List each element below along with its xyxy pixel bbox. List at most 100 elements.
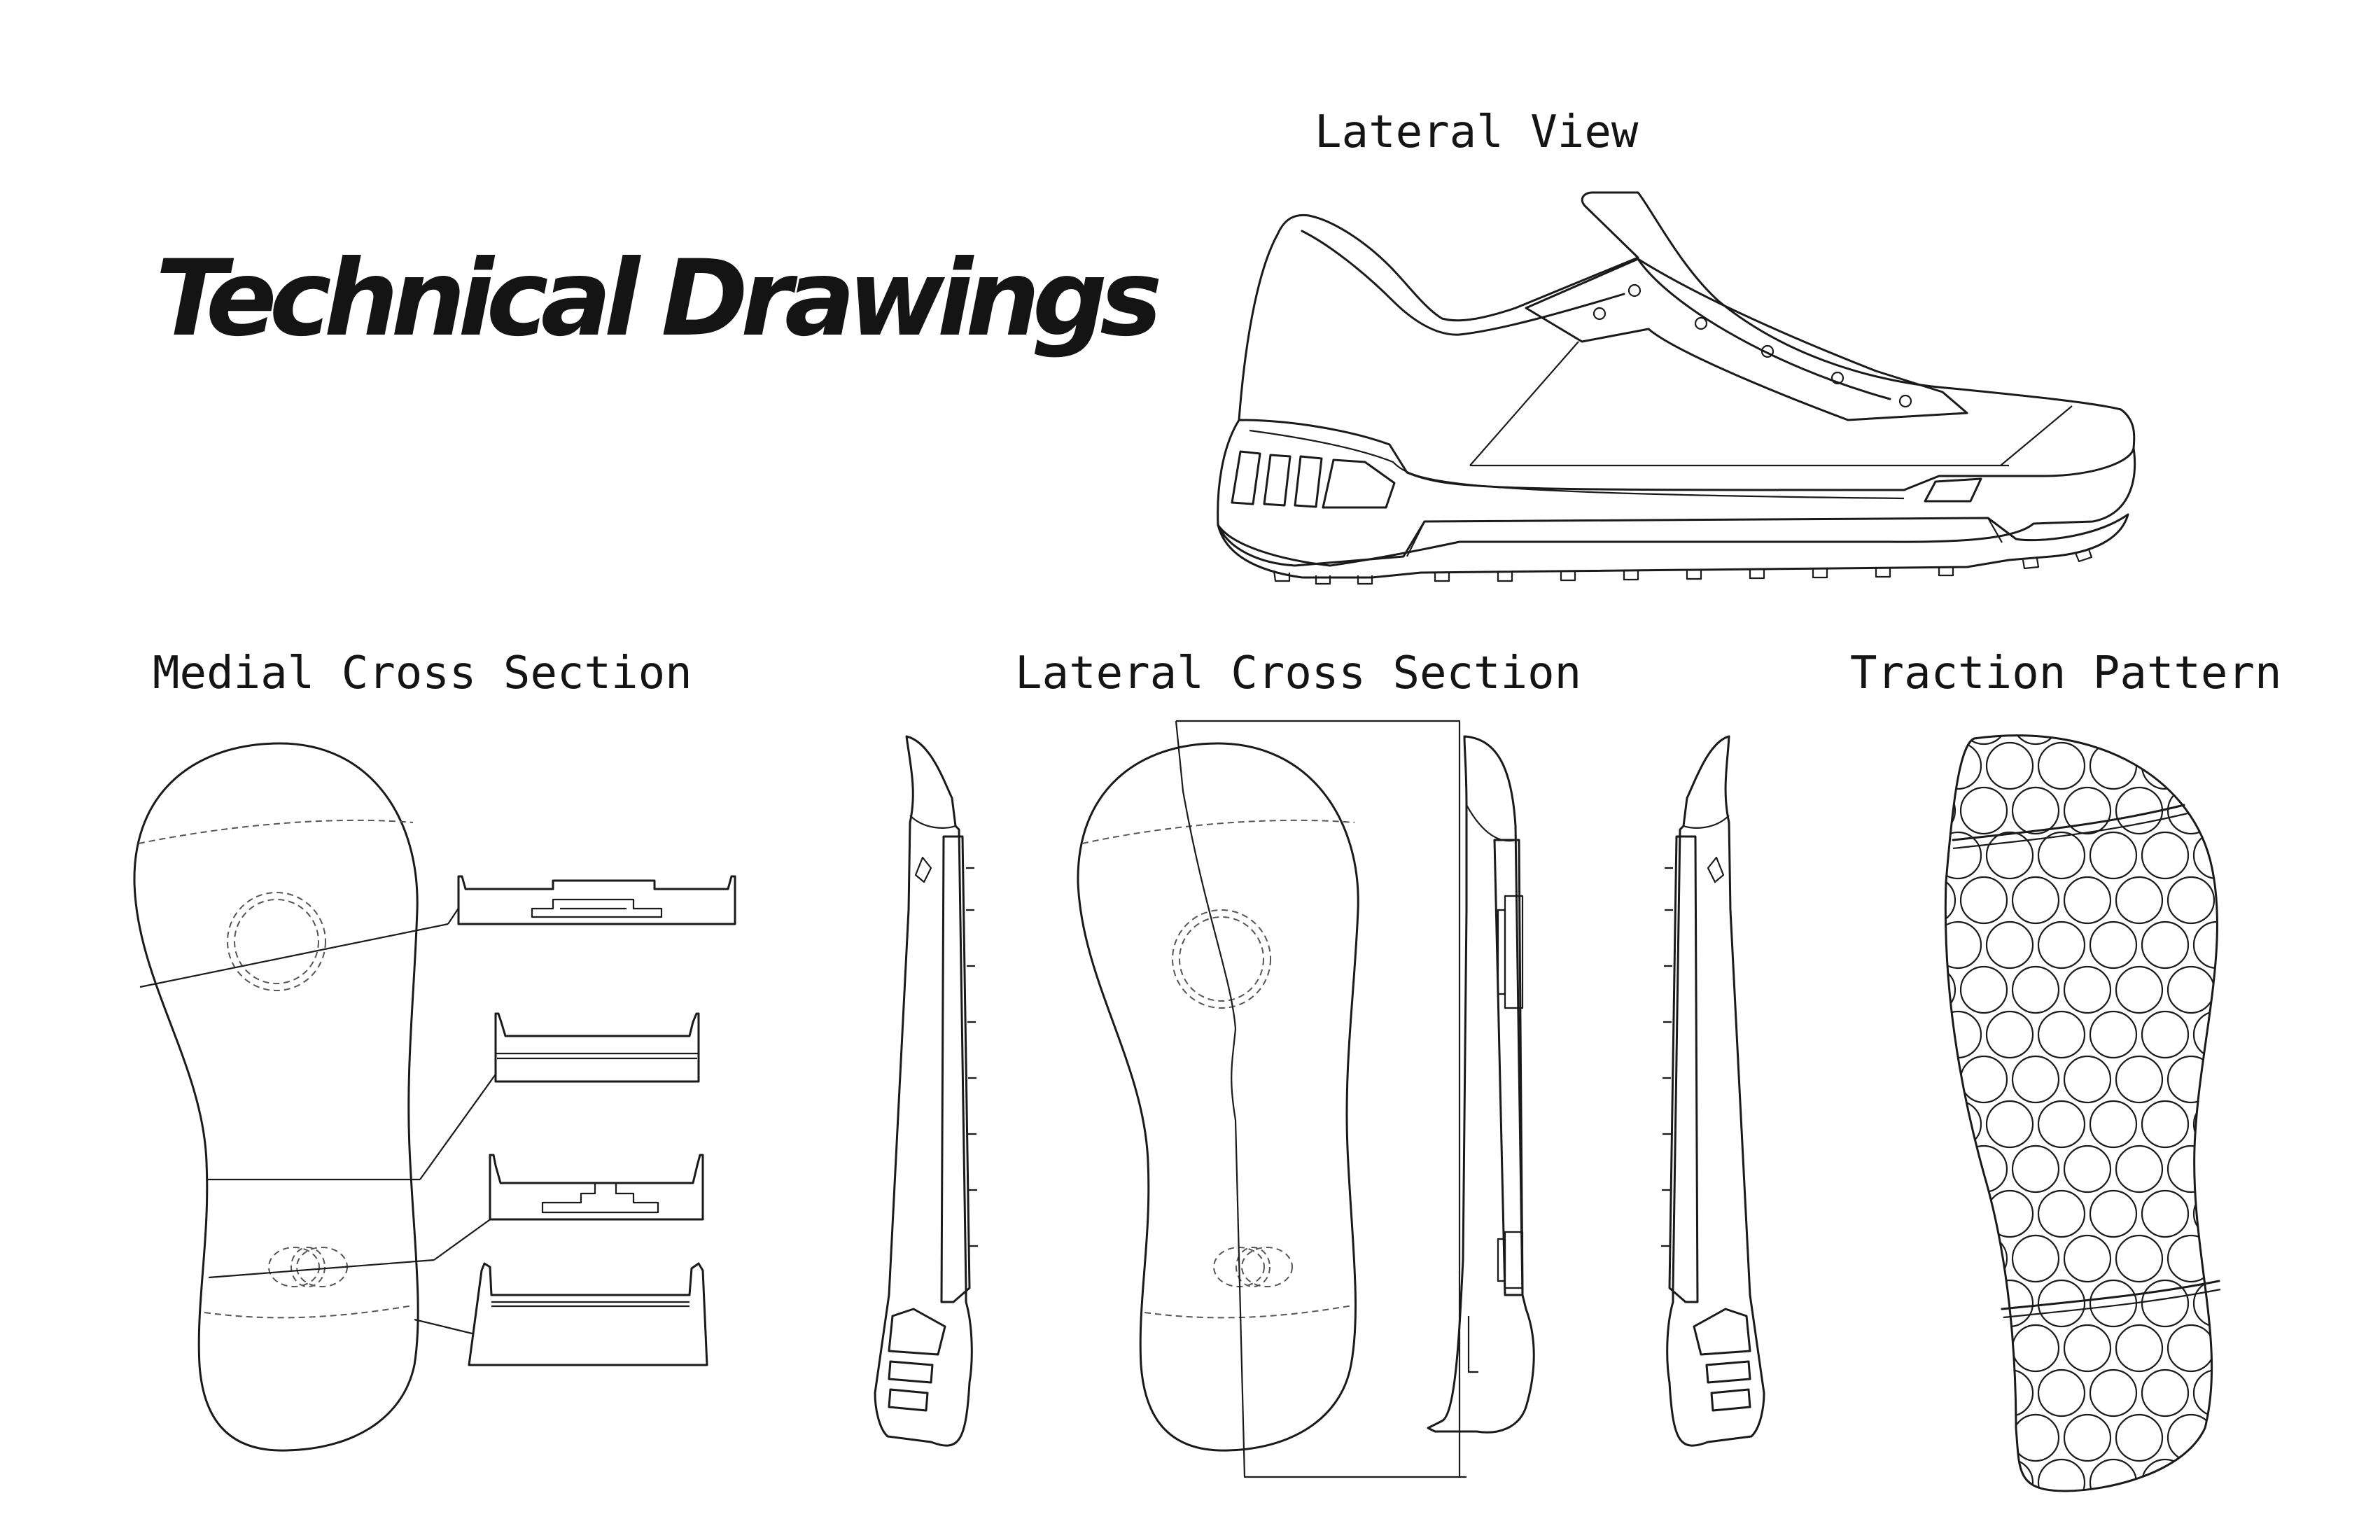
traction-lug bbox=[2168, 877, 2214, 923]
traction-lug bbox=[1987, 922, 2033, 968]
traction-lug bbox=[2246, 743, 2292, 789]
traction-lug bbox=[2064, 877, 2110, 923]
traction-lug bbox=[2194, 832, 2240, 878]
traction-sole-outline bbox=[1945, 736, 2217, 1491]
traction-lug bbox=[2038, 1460, 2085, 1506]
traction-lug bbox=[2272, 1325, 2318, 1371]
page-title: Technical Drawings bbox=[155, 238, 1163, 360]
traction-lug bbox=[2064, 788, 2110, 834]
traction-lug bbox=[2116, 1056, 2162, 1102]
traction-lug bbox=[2220, 788, 2266, 834]
medial-cross-section-drawing bbox=[134, 743, 735, 1450]
traction-lug bbox=[2297, 1101, 2344, 1147]
traction-lug bbox=[2220, 877, 2266, 923]
traction-lug bbox=[1987, 832, 2033, 878]
lateral-cross-section-label: Lateral Cross Section bbox=[1015, 648, 1582, 699]
traction-lug bbox=[1935, 1370, 1981, 1416]
section-slice-3 bbox=[490, 1155, 703, 1219]
traction-lug bbox=[1909, 1056, 1955, 1102]
traction-lug bbox=[2297, 1280, 2344, 1326]
traction-lug bbox=[2038, 1101, 2085, 1147]
traction-lug bbox=[2297, 743, 2344, 789]
traction-lug bbox=[2168, 967, 2214, 1013]
traction-lug bbox=[2012, 1325, 2059, 1371]
traction-lug bbox=[2142, 1011, 2188, 1058]
traction-lug bbox=[1961, 788, 2007, 834]
traction-lug bbox=[2116, 1415, 2162, 1461]
traction-lug bbox=[2168, 1146, 2214, 1192]
traction-lug bbox=[2168, 1236, 2214, 1282]
traction-lug bbox=[2090, 1011, 2136, 1058]
traction-lug bbox=[1961, 1325, 2007, 1371]
traction-lug bbox=[2297, 832, 2344, 878]
traction-lug bbox=[2090, 832, 2136, 878]
traction-lug bbox=[2012, 1236, 2059, 1282]
traction-lug bbox=[2064, 1415, 2110, 1461]
traction-lug bbox=[2116, 967, 2162, 1013]
traction-lug bbox=[1935, 1460, 1981, 1506]
traction-lug bbox=[2168, 1325, 2214, 1371]
traction-lug bbox=[2272, 1146, 2318, 1192]
traction-lug bbox=[2038, 1191, 2085, 1237]
traction-lug bbox=[2012, 788, 2059, 834]
section-slice-2 bbox=[496, 1014, 699, 1082]
traction-lug bbox=[2064, 1325, 2110, 1371]
traction-lug bbox=[2090, 1460, 2136, 1506]
traction-lug bbox=[2038, 1011, 2085, 1058]
traction-lug bbox=[1909, 1236, 1955, 1282]
traction-lug bbox=[2194, 1460, 2240, 1506]
traction-lug bbox=[1961, 967, 2007, 1013]
outsole-profile-right bbox=[1428, 736, 1534, 1432]
traction-lug bbox=[2064, 1146, 2110, 1192]
traction-lug bbox=[2142, 922, 2188, 968]
traction-lug bbox=[2272, 698, 2318, 744]
traction-lug bbox=[2220, 1056, 2266, 1102]
traction-lug bbox=[2142, 743, 2188, 789]
traction-lug bbox=[2194, 743, 2240, 789]
traction-lug bbox=[2272, 788, 2318, 834]
traction-lug bbox=[2194, 1370, 2240, 1416]
traction-lug bbox=[2246, 1280, 2292, 1326]
traction-lug bbox=[2168, 698, 2214, 744]
traction-lug bbox=[2220, 1415, 2266, 1461]
traction-lug bbox=[2012, 698, 2059, 744]
traction-lug bbox=[2272, 1236, 2318, 1282]
quarter-line bbox=[1470, 342, 1578, 465]
lateral-cross-section-drawing bbox=[875, 721, 1764, 1477]
traction-lug bbox=[2012, 1146, 2059, 1192]
section-slice-4 bbox=[469, 1264, 707, 1365]
traction-lug bbox=[2297, 1460, 2344, 1506]
traction-lug bbox=[1935, 1191, 1981, 1237]
traction-lug bbox=[2220, 698, 2266, 744]
traction-lug bbox=[2297, 922, 2344, 968]
traction-lug bbox=[2297, 1011, 2344, 1058]
toe-cap-line bbox=[2001, 406, 2072, 465]
traction-lug bbox=[1935, 832, 1981, 878]
traction-lug bbox=[1909, 1325, 1955, 1371]
traction-lug bbox=[1961, 1146, 2007, 1192]
traction-lug bbox=[2246, 922, 2292, 968]
traction-lug bbox=[1987, 1370, 2033, 1416]
traction-lug bbox=[2220, 1236, 2266, 1282]
traction-lug bbox=[2272, 1415, 2318, 1461]
medial-cross-section-label: Medial Cross Section bbox=[153, 648, 692, 699]
traction-lug bbox=[1961, 877, 2007, 923]
shoe-lateral-view bbox=[1218, 192, 2135, 584]
traction-lug bbox=[2012, 1415, 2059, 1461]
medial-sole-outline bbox=[134, 743, 418, 1450]
traction-lug bbox=[2064, 698, 2110, 744]
traction-lug bbox=[2064, 1236, 2110, 1282]
traction-lug bbox=[2142, 1191, 2188, 1237]
traction-lug bbox=[1987, 1101, 2033, 1147]
traction-lug bbox=[2194, 1280, 2240, 1326]
traction-lug bbox=[2246, 1460, 2292, 1506]
traction-lug bbox=[2220, 1325, 2266, 1371]
midsole-outline bbox=[1218, 420, 2135, 566]
traction-lug bbox=[2246, 1101, 2292, 1147]
traction-lug bbox=[2246, 832, 2292, 878]
traction-lug bbox=[1909, 1415, 1955, 1461]
traction-lug bbox=[1909, 967, 1955, 1013]
traction-lug bbox=[2090, 1191, 2136, 1237]
shoe-upper-outline bbox=[1239, 192, 2134, 448]
traction-lug bbox=[2142, 832, 2188, 878]
